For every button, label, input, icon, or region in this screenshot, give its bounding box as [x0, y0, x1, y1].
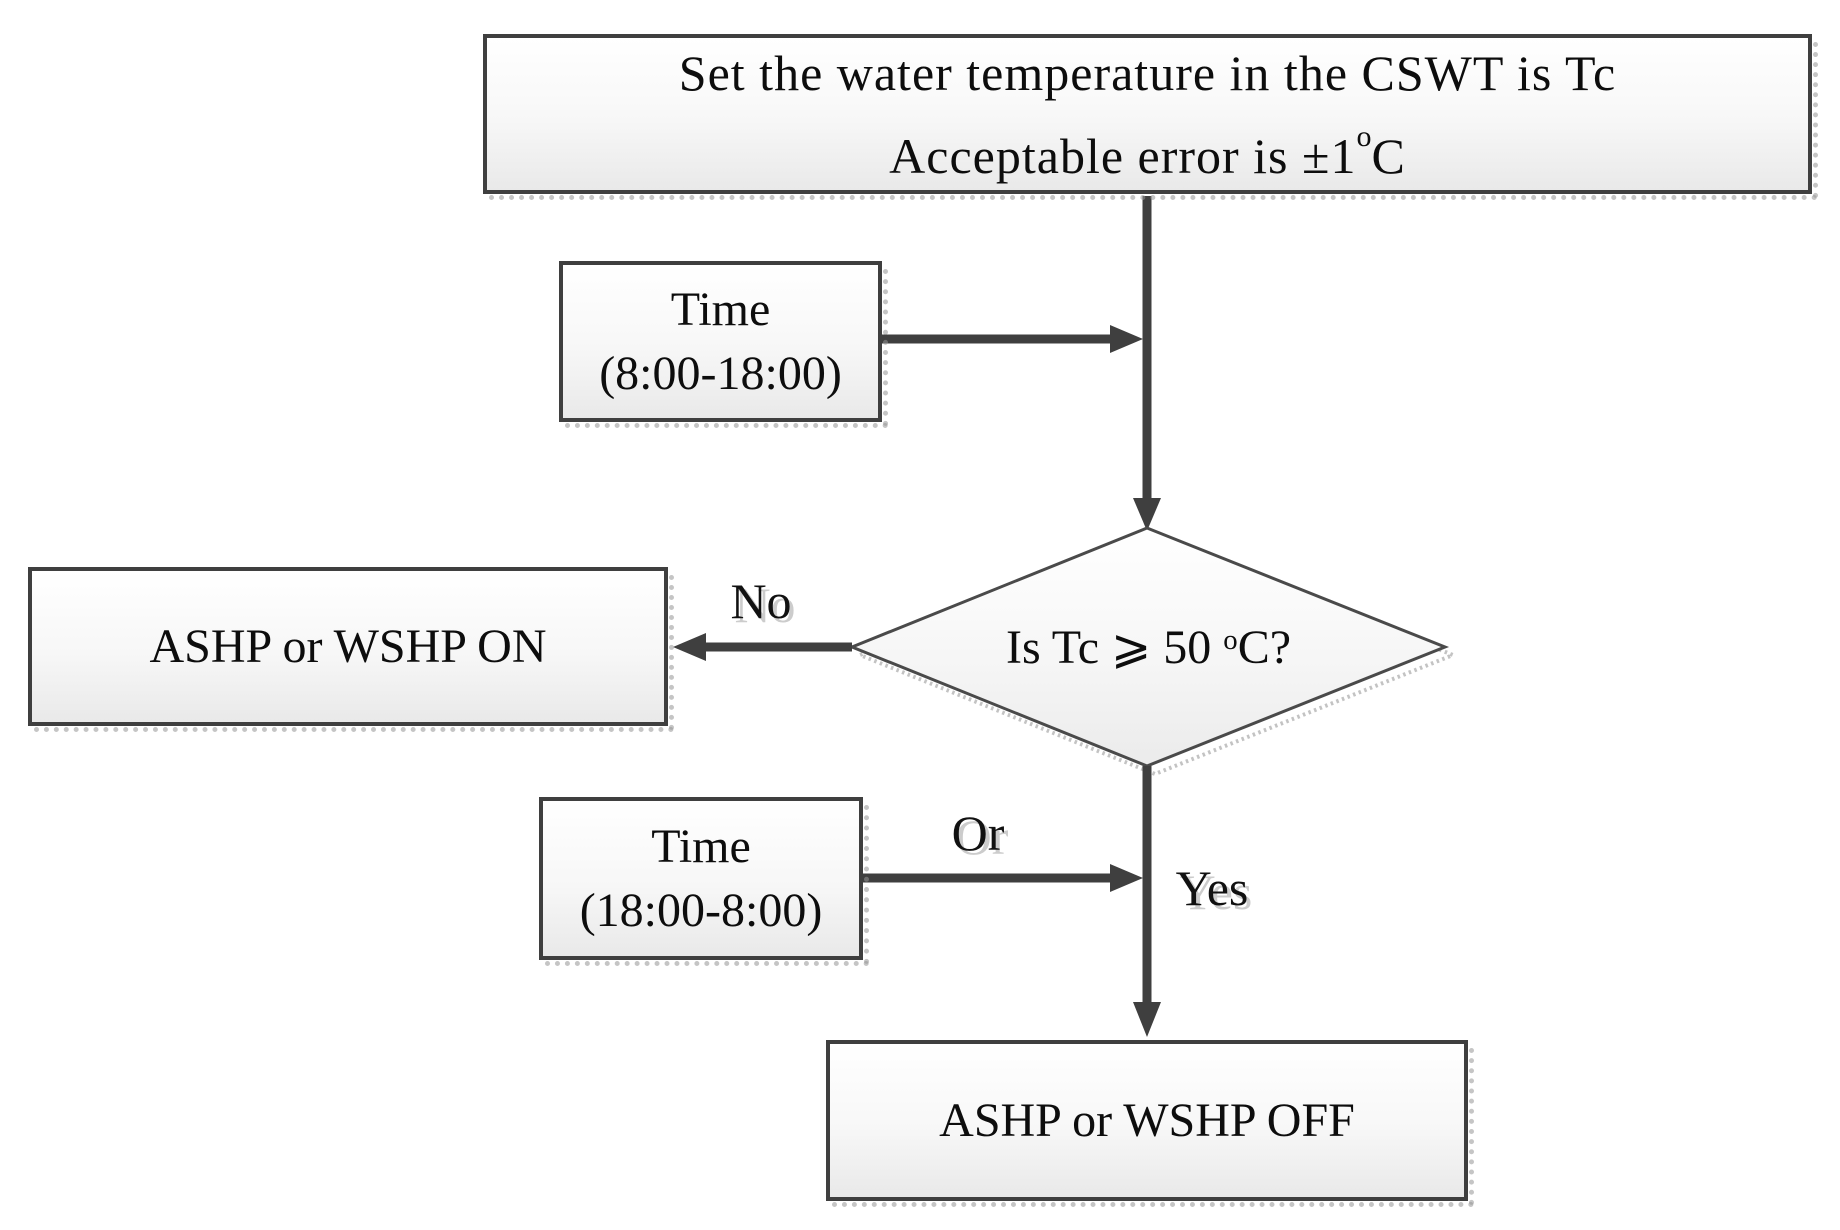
time-day-node: Time (8:00-18:00): [559, 261, 888, 428]
edge-label-no: No: [730, 573, 792, 629]
edge-label-or: Or: [951, 805, 1005, 861]
time-night-node: Time (18:00-8:00): [539, 797, 869, 966]
arrowhead-into-off: [1133, 1002, 1161, 1037]
edge-label-yes: Yes: [1175, 860, 1249, 916]
start-node-line2: Acceptable error is ±1oC: [889, 119, 1406, 184]
start-node-line1: Set the water temperature in the CSWT is…: [678, 44, 1617, 101]
decision-text: Is Tc ⩾ 50 oC?: [1005, 621, 1292, 674]
arrowhead-time-day: [1110, 325, 1143, 353]
time-night-line2: (18:00-8:00): [579, 883, 823, 937]
ashp-on-label: ASHP or WSHP ON: [149, 619, 547, 673]
ashp-off-node: ASHP or WSHP OFF: [826, 1040, 1474, 1207]
time-day-line2: (8:00-18:00): [599, 346, 842, 400]
time-day-line1: Time: [670, 282, 771, 336]
arrowhead-no: [673, 633, 706, 661]
arrowhead-into-decision: [1133, 498, 1161, 531]
ashp-off-label: ASHP or WSHP OFF: [939, 1093, 1355, 1147]
time-night-line1: Time: [651, 819, 751, 873]
decision-node: Is Tc ⩾ 50 oC?: [852, 528, 1445, 766]
start-node: Set the water temperature in the CSWT is…: [483, 34, 1818, 200]
ashp-on-node: ASHP or WSHP ON: [28, 567, 674, 732]
arrowhead-time-night: [1110, 864, 1143, 892]
